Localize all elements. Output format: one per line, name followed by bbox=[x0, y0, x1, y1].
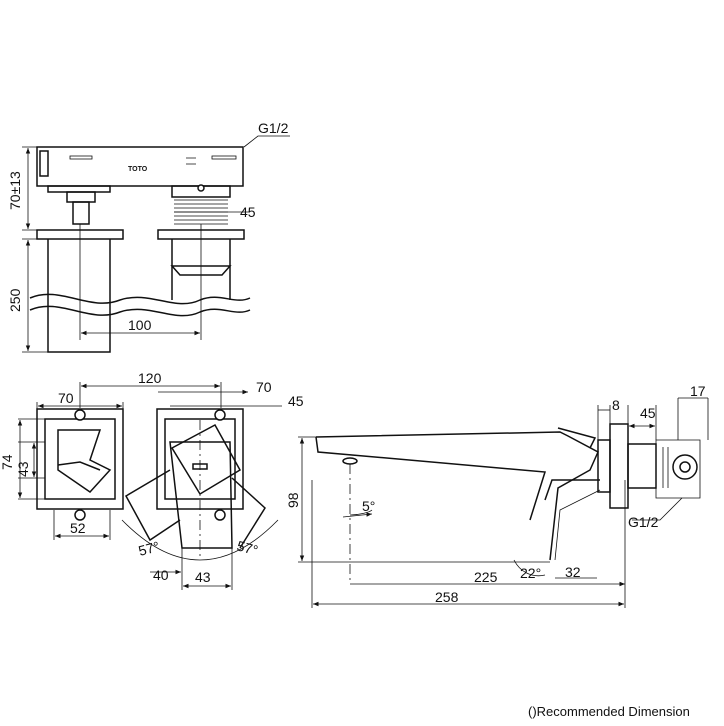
spout-top-edge bbox=[557, 427, 597, 449]
label-thread-top: G1/2 bbox=[258, 120, 289, 136]
body-slot-right bbox=[211, 155, 237, 160]
side-plate bbox=[597, 439, 611, 493]
screw-center-top bbox=[214, 409, 226, 421]
left-housing bbox=[47, 239, 111, 353]
label-57-left: 57° bbox=[137, 538, 162, 559]
label-57-right: 57° bbox=[235, 537, 260, 558]
left-handle bbox=[57, 429, 112, 493]
left-handle-edge bbox=[57, 461, 101, 471]
lever-swing-left bbox=[124, 469, 181, 542]
left-inner-plate bbox=[44, 418, 116, 500]
label-70-left: 70 bbox=[58, 390, 74, 406]
left-fitting-flange bbox=[47, 185, 111, 193]
brand-mark: TOTO bbox=[128, 166, 148, 173]
aerator bbox=[342, 457, 358, 465]
recommended-dimension-note: ()Recommended Dimension bbox=[528, 704, 690, 719]
valve-inner bbox=[679, 461, 691, 473]
side-valve-box bbox=[655, 439, 701, 499]
label-52: 52 bbox=[70, 520, 86, 536]
label-74: 74 bbox=[0, 454, 15, 470]
screw-center-bottom bbox=[214, 509, 226, 521]
label-8: 8 bbox=[612, 397, 620, 413]
lever-swing-right bbox=[231, 477, 266, 549]
lever-side bbox=[554, 489, 601, 561]
break-line-lower bbox=[29, 305, 251, 317]
label-45-top: 45 bbox=[240, 204, 256, 220]
body-marks bbox=[186, 157, 196, 165]
thread-leader-side bbox=[632, 497, 683, 521]
right-fitting-screw bbox=[197, 184, 205, 192]
label-100: 100 bbox=[128, 317, 152, 333]
label-250: 250 bbox=[7, 288, 23, 312]
lever-rotated bbox=[170, 423, 242, 496]
label-70-right: 70 bbox=[256, 379, 272, 395]
label-98: 98 bbox=[285, 492, 301, 508]
faucet-body-bar bbox=[36, 146, 244, 187]
spout-joint bbox=[544, 479, 600, 501]
label-5-deg: 5° bbox=[362, 498, 375, 514]
label-45-side: 45 bbox=[640, 405, 656, 421]
center-inner-plate bbox=[164, 418, 236, 500]
label-thread-side: G1/2 bbox=[628, 514, 659, 530]
left-fitting-nut bbox=[66, 191, 96, 203]
label-40: 40 bbox=[153, 567, 169, 583]
body-end-cap bbox=[39, 150, 49, 177]
front-view: 120 70 70 45 74 43 52 57° 57° 40 43 bbox=[0, 370, 304, 590]
label-17: 17 bbox=[690, 383, 706, 399]
spout-lower bbox=[315, 436, 546, 521]
spout-upper bbox=[315, 431, 599, 561]
label-258: 258 bbox=[435, 589, 459, 605]
label-22-deg: 22° bbox=[520, 565, 541, 581]
left-escutcheon bbox=[36, 408, 124, 510]
swing-arc bbox=[121, 519, 279, 561]
label-70-13: 70±13 bbox=[7, 171, 23, 210]
label-120: 120 bbox=[138, 370, 162, 386]
screw-left-top bbox=[74, 409, 86, 421]
thread-leader-top bbox=[243, 135, 290, 148]
label-45-right: 45 bbox=[288, 393, 304, 409]
left-fitting-stem bbox=[72, 201, 90, 225]
dim-line-17 bbox=[677, 397, 709, 440]
side-view: 5° 98 8 45 17 G1/2 225 22° 32 258 bbox=[285, 383, 709, 608]
right-handle-top bbox=[170, 265, 232, 276]
label-43-bottom: 43 bbox=[195, 569, 211, 585]
side-valve-body bbox=[627, 443, 657, 489]
label-43: 43 bbox=[15, 461, 31, 477]
right-housing bbox=[171, 239, 231, 300]
screw-left-bottom bbox=[74, 509, 86, 521]
lever-center bbox=[169, 441, 233, 549]
body-slot-left bbox=[69, 155, 93, 160]
label-225: 225 bbox=[474, 569, 498, 585]
break-line-upper bbox=[29, 293, 251, 305]
top-section-view: TOTO G1/2 70±13 250 45 100 bbox=[7, 120, 290, 353]
label-32: 32 bbox=[565, 564, 581, 580]
